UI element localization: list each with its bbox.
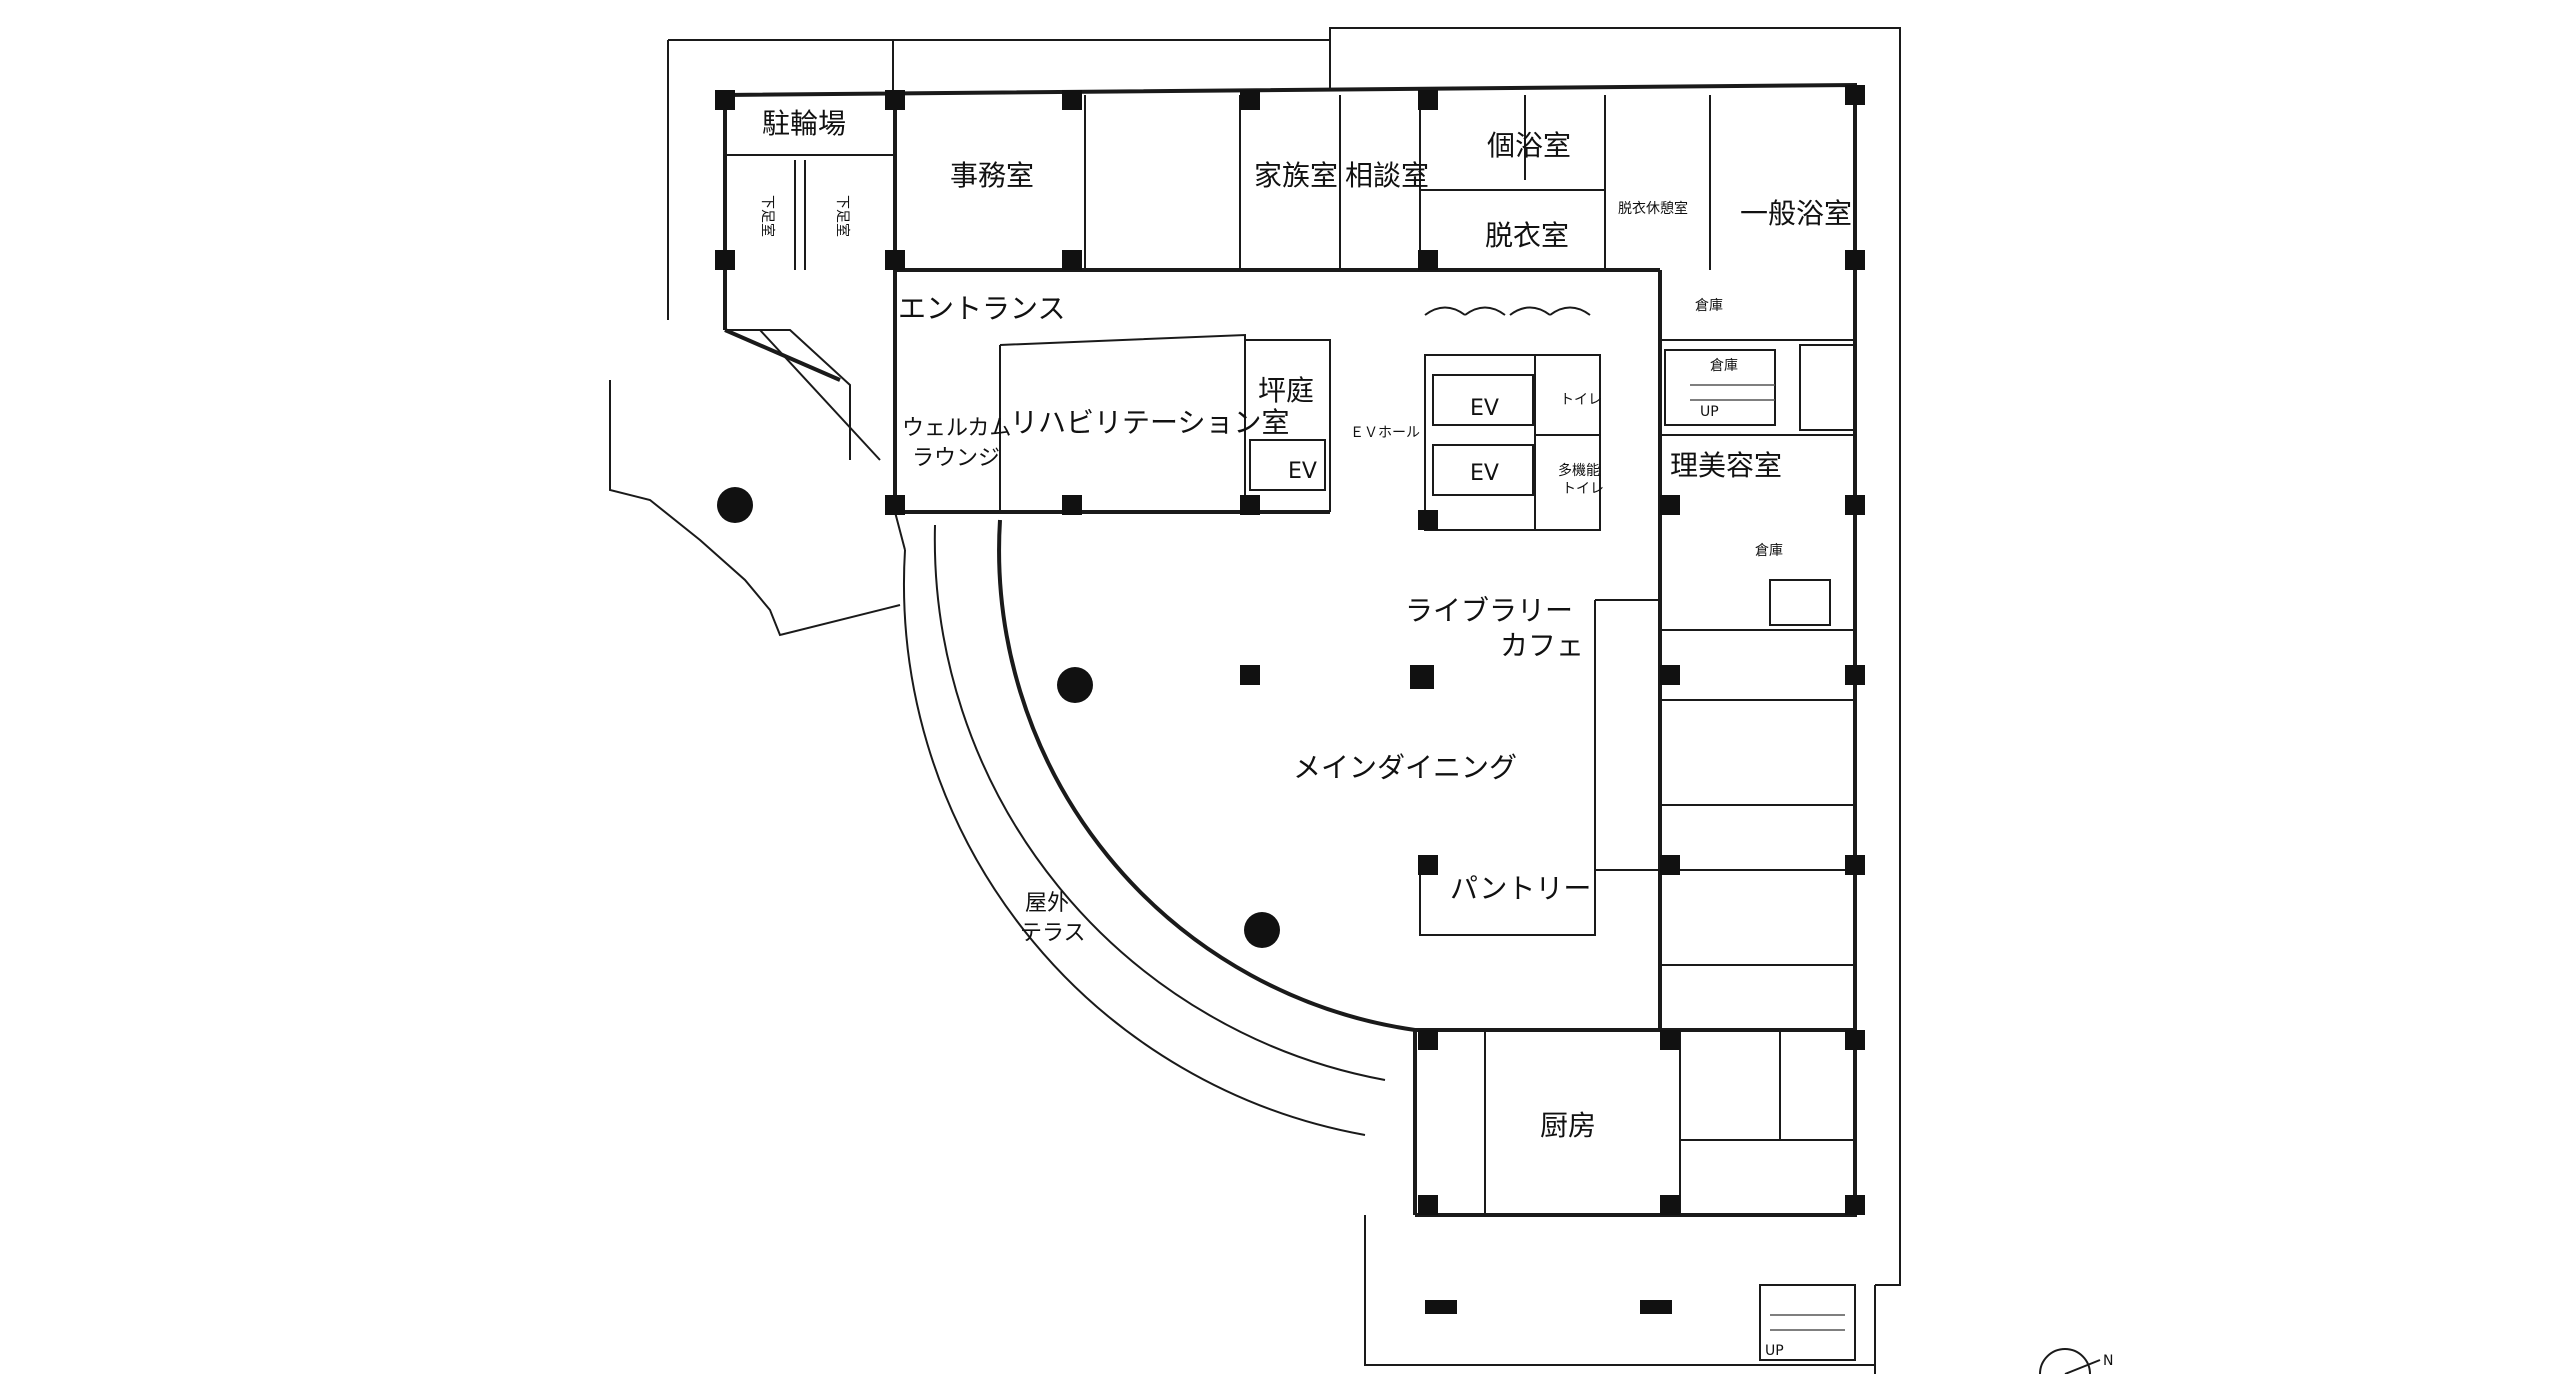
label-up-1: UP [1700,404,1719,420]
label-mp-toilet-2: トイレ [1562,481,1604,497]
label-barber: 理美容室 [1670,449,1782,482]
label-entrance: エントランス [898,292,1065,325]
label-dressing-rest: 脱衣休憩室 [1618,200,1688,217]
label-office: 事務室 [950,159,1034,192]
label-consultation: 相談室 [1345,159,1429,192]
label-private-bath: 個浴室 [1487,129,1571,162]
label-main-dining: メインダイニング [1293,751,1517,784]
room-labels: 駐輪場 下足室 下足室 事務室 家族室 相談室 個浴室 脱衣室 脱衣休憩室 一般… [759,107,1852,1359]
label-library-2: カフェ [1500,629,1584,662]
label-shoe-room-1: 下足室 [759,195,776,237]
building-walls [723,82,1875,1366]
label-welcome-2: ラウンジ [912,446,1000,471]
label-toilet: トイレ [1560,392,1602,408]
label-ev-2: EV [1470,461,1499,486]
label-dressing-room: 脱衣室 [1485,219,1569,252]
north-arrow-icon: N [2039,1348,2113,1374]
label-mp-toilet-1: 多機能 [1558,462,1600,479]
label-ev-3: EV [1288,459,1317,484]
site-boundary [609,27,1901,1374]
label-rehab: リハビリテーション室 [1010,406,1289,439]
label-up-2: UP [1765,1343,1784,1359]
label-pantry: パントリー [1450,872,1591,905]
structural-columns [715,85,1865,1314]
label-bicycle-parking: 駐輪場 [762,107,846,140]
label-welcome-1: ウェルカム [902,416,1011,441]
label-north: N [2103,1353,2113,1369]
label-storage-3: 倉庫 [1755,542,1783,559]
label-ev-1: EV [1470,396,1499,421]
label-shoe-room-2: 下足室 [834,195,851,237]
label-general-bath: 一般浴室 [1740,197,1852,230]
label-storage-1: 倉庫 [1695,297,1723,314]
label-ev-hall: ＥＶホール [1350,425,1420,441]
label-tsuboniwa: 坪庭 [1258,374,1314,407]
label-storage-2: 倉庫 [1710,357,1738,374]
label-terrace-2: テラス [1020,921,1086,946]
curved-facade [894,511,1416,1136]
label-family-room: 家族室 [1254,159,1338,192]
label-kitchen: 厨房 [1540,1109,1596,1142]
label-terrace-1: 屋外 [1025,891,1069,916]
label-library-1: ライブラリー [1405,594,1573,627]
